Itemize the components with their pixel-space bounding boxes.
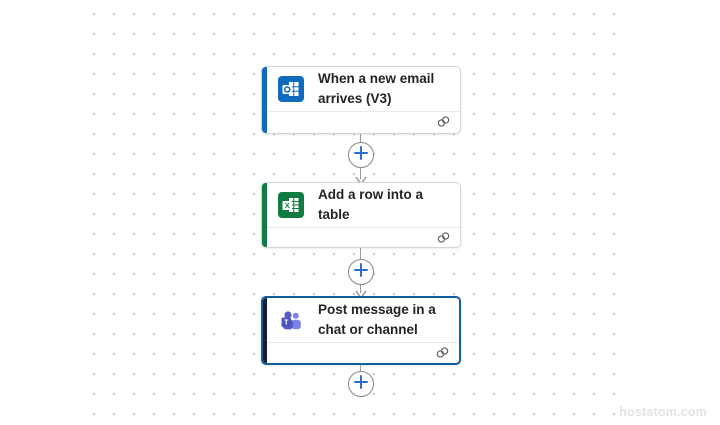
card-accent-bar [263, 298, 267, 363]
card-footer [267, 111, 460, 133]
connection-rings-icon [436, 231, 451, 248]
flow-card-post-message-in-a-chat-or-channel[interactable]: T Post message in a chat or channel [261, 296, 461, 365]
insert-action-button-1[interactable] [348, 142, 374, 168]
teams-icon: T [278, 307, 304, 333]
card-title: Post message in a chat or channel [318, 302, 436, 337]
plus-icon [354, 262, 368, 282]
plus-icon [354, 145, 368, 165]
insert-action-button-3[interactable] [348, 371, 374, 397]
svg-text:X: X [285, 201, 290, 210]
outlook-icon [278, 76, 304, 102]
insert-action-button-2[interactable] [348, 259, 374, 285]
flow-card-when-a-new-email-arrives[interactable]: When a new email arrives (V3) [261, 66, 461, 134]
svg-text:T: T [284, 320, 289, 327]
arrow-down-icon [355, 172, 367, 186]
excel-icon: X [278, 192, 304, 218]
card-footer [267, 227, 460, 248]
watermark: hostatom.com [619, 405, 707, 419]
plus-icon [354, 374, 368, 394]
connection-rings-icon [436, 115, 451, 133]
connector-line [360, 365, 361, 373]
card-title: Add a row into a table [318, 187, 424, 222]
card-title: When a new email arrives (V3) [318, 71, 435, 106]
card-footer [267, 342, 459, 364]
flow-card-add-a-row-into-a-table[interactable]: X Add a row into a table [261, 182, 461, 248]
card-accent-bar [262, 67, 267, 133]
connection-rings-icon [435, 346, 450, 364]
arrow-down-icon [355, 286, 367, 300]
card-accent-bar [262, 183, 267, 247]
